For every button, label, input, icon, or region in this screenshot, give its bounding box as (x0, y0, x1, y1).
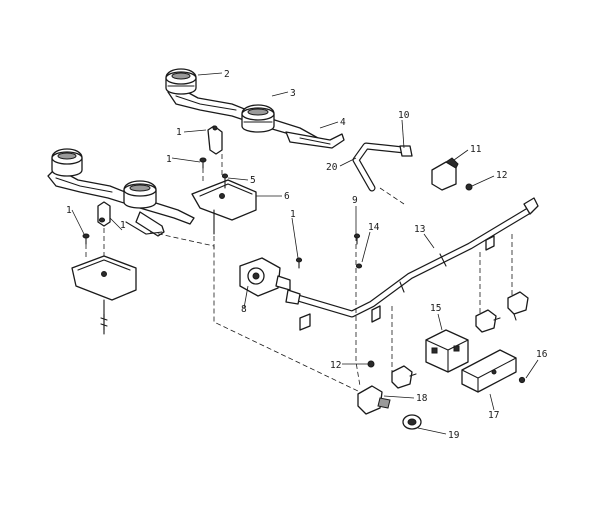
pressure-regulator (239, 257, 291, 297)
orifice-19 (402, 414, 422, 430)
callout-11: 11 (470, 144, 482, 155)
callout-5: 5 (250, 175, 256, 186)
callout-16: 16 (536, 349, 548, 360)
callout-12: 12 (496, 170, 507, 181)
callout-4: 4 (340, 117, 346, 128)
burner-head-front-left (51, 148, 83, 177)
mounting-bracket-lower-left (71, 255, 137, 335)
callout-14: 14 (368, 222, 380, 233)
valve-middle-right (475, 309, 501, 333)
callout-17: 17 (488, 410, 499, 421)
callout-19: 19 (448, 430, 460, 441)
callout-1: 1 (66, 205, 72, 216)
callout-15: 15 (430, 303, 441, 314)
leader-lines (71, 72, 539, 435)
callout-13: 13 (414, 224, 425, 235)
manifold-clip (299, 313, 311, 331)
callout-1: 1 (290, 209, 296, 220)
callout-8: 8 (241, 304, 247, 315)
callout-20: 20 (326, 162, 338, 173)
callout-numbers: 2 3 4 1 1 5 6 1 1 1 8 9 10 11 12 13 14 1… (66, 69, 548, 441)
manifold-pipe (285, 197, 539, 318)
callout-18: 18 (416, 393, 428, 404)
gas-line-tube (352, 142, 413, 192)
rear-burner-assembly (165, 68, 345, 155)
mounting-bracket-6 (191, 179, 257, 235)
burner-valve-11 (431, 157, 459, 191)
burner-head-front-right (123, 180, 157, 209)
callout-2: 2 (224, 69, 230, 80)
callout-12: 12 (330, 360, 341, 371)
valve-lower-center (391, 365, 417, 389)
valve-top-right (507, 291, 529, 321)
callout-1: 1 (120, 220, 126, 231)
screw-fasteners (82, 157, 526, 384)
front-burner-assembly (47, 148, 195, 237)
callout-6: 6 (284, 191, 290, 202)
spark-module-cover-17 (461, 349, 517, 393)
callout-9: 9 (352, 195, 358, 206)
burner-head-2 (165, 68, 197, 95)
manifold-clip (371, 305, 381, 323)
assembly-dashed-lines (85, 154, 513, 393)
valve-18 (357, 385, 391, 415)
callout-10: 10 (398, 110, 410, 121)
callout-1: 1 (176, 127, 182, 138)
callout-3: 3 (290, 88, 296, 99)
ignition-switch-15 (425, 329, 469, 373)
callout-1: 1 (166, 154, 172, 165)
manifold-clip (485, 235, 495, 251)
burner-head-3 (241, 104, 275, 133)
